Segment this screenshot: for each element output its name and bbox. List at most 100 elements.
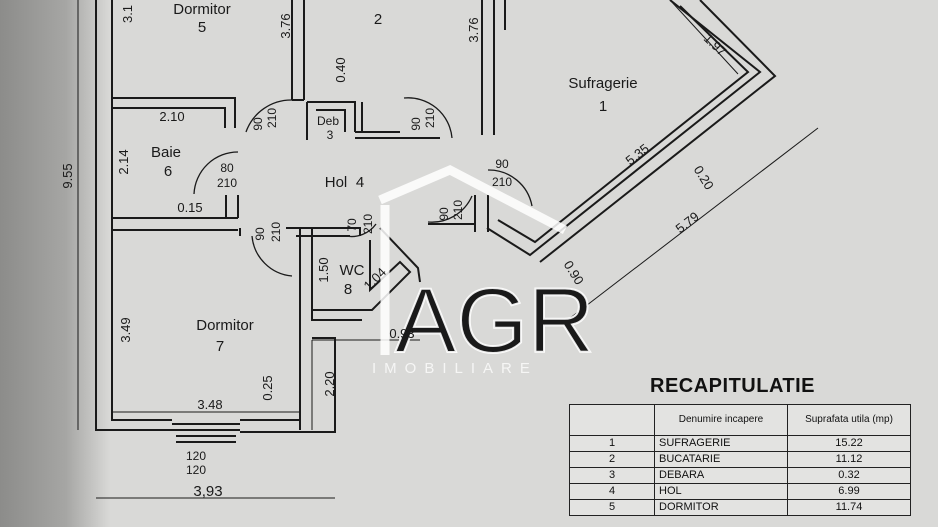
dim-label-3-1: 3.1 <box>120 5 135 23</box>
dim-label-3-93: 3,93 <box>193 483 222 500</box>
window-h: 120 <box>186 463 206 477</box>
table-row: 4 HOL 6.99 <box>569 483 911 500</box>
wall-left-outer <box>95 0 175 431</box>
room-3-name: Deb <box>317 114 339 128</box>
table-row: 3 DEBARA 0.32 <box>569 467 911 484</box>
wall-left-inner <box>111 0 172 421</box>
recap-room: SUFRAGERIE <box>654 435 788 452</box>
room-7-number: 7 <box>216 338 224 355</box>
window-w: 120 <box>186 449 206 463</box>
dim-label-0-93: 0.93 <box>389 326 414 341</box>
door-a-h: 210 <box>265 108 279 128</box>
wall-hol-right <box>428 195 489 232</box>
wall-d5-buc <box>291 0 305 101</box>
wall-suf-top <box>486 0 762 257</box>
dim-label-0-20: 0.20 <box>691 163 717 192</box>
door-f-h: 210 <box>451 200 465 220</box>
door-arc-a <box>245 99 293 133</box>
agr-logo-text: AGR <box>395 270 594 372</box>
dim-label-0-40: 0.40 <box>333 57 348 82</box>
wall-suf-outer <box>539 0 777 263</box>
door-f-w: 90 <box>437 207 451 221</box>
wall-d5-baie <box>112 97 236 128</box>
room-5-number: 5 <box>198 19 206 36</box>
room-1-name: Sufragerie <box>568 75 637 92</box>
recap-header-row: Denumire incapere Suprafata utila (mp) <box>569 404 911 436</box>
window-bottom <box>172 423 240 443</box>
recap-area: 11.12 <box>787 451 911 468</box>
recap-area: 15.22 <box>787 435 911 452</box>
dim-label-2-20: 2.20 <box>322 371 337 396</box>
wall-debara <box>306 101 400 140</box>
dim-label-0-25: 0.25 <box>260 375 275 400</box>
door-arc-c <box>193 151 239 195</box>
dim-label-5-35: 5.35 <box>623 141 652 168</box>
wall-wc <box>299 228 412 430</box>
dim-label-2-14: 2.14 <box>116 149 131 174</box>
door-c-w: 80 <box>220 161 234 175</box>
recap-nr: 5 <box>569 499 655 516</box>
paper-shadow <box>0 0 110 527</box>
recap-header-nr <box>569 404 655 436</box>
recap-room: DORMITOR <box>654 499 788 516</box>
door-g-w: 70 <box>345 218 359 232</box>
room-4-name: Hol <box>325 174 348 191</box>
table-row: 5 DORMITOR 11.74 <box>569 499 911 516</box>
door-c-h: 210 <box>217 176 237 190</box>
door-arc-b <box>403 97 453 139</box>
dim-label-2-10: 2.10 <box>159 109 184 124</box>
room-6-name: Baie <box>151 144 181 161</box>
recap-room: DEBARA <box>654 467 788 484</box>
door-arc-e <box>251 235 293 277</box>
door-arc-f <box>345 223 377 238</box>
door-arc-g <box>427 195 473 223</box>
dim-label-3-49: 3.49 <box>118 317 133 342</box>
room-8-name: WC <box>340 262 365 279</box>
room-2-number: 2 <box>374 11 382 28</box>
dim-diag-5-79 <box>564 127 819 323</box>
dim-label-3-76-a: 3.76 <box>278 13 293 38</box>
wall-buc-right <box>481 0 495 135</box>
room-5-name: Dormitor <box>173 1 231 18</box>
recap-header-area: Suprafata utila (mp) <box>787 404 911 436</box>
room-4-number: 4 <box>356 174 364 191</box>
wall-baie-bottom <box>112 195 239 231</box>
dim-label-9-55: 9.55 <box>60 163 75 188</box>
recap-area: 0.32 <box>787 467 911 484</box>
agr-logo <box>378 165 568 355</box>
recap-nr: 2 <box>569 451 655 468</box>
recap-room: BUCATARIE <box>654 451 788 468</box>
recap-nr: 4 <box>569 483 655 500</box>
watermark-subtitle: IMOBILIARE <box>372 360 538 377</box>
recap-area: 11.74 <box>787 499 911 516</box>
wall-suf-inner <box>497 5 750 244</box>
door-g-h: 210 <box>361 214 375 234</box>
door-e-h: 210 <box>269 222 283 242</box>
room-8-number: 8 <box>344 281 352 298</box>
recap-header-room: Denumire incapere <box>654 404 788 436</box>
door-arc-d <box>487 169 533 207</box>
dim-label-5-79: 5.79 <box>673 209 702 236</box>
wall-wc-right <box>379 227 421 283</box>
door-e-w: 90 <box>253 227 267 241</box>
dim-label-3-76-b: 3.76 <box>466 17 481 42</box>
dim-label-0-15: 0.15 <box>177 200 202 215</box>
room-7-name: Dormitor <box>196 317 254 334</box>
dim-diag-1-97 <box>669 0 739 75</box>
door-d-w: 90 <box>495 157 509 171</box>
door-b-h: 210 <box>423 108 437 128</box>
room-3-number: 3 <box>327 128 334 142</box>
recap-nr: 1 <box>569 435 655 452</box>
door-a-w: 90 <box>251 117 265 131</box>
dim-label-1-97: 1.97 <box>701 31 730 59</box>
room-6-number: 6 <box>164 163 172 180</box>
recap-nr: 3 <box>569 467 655 484</box>
recap-title: RECAPITULATIE <box>650 375 816 397</box>
recap-area: 6.99 <box>787 483 911 500</box>
recap-room: HOL <box>654 483 788 500</box>
wall-hol-bottom-left <box>239 227 361 237</box>
room-1-number: 1 <box>599 98 607 115</box>
dim-label-3-48: 3.48 <box>197 397 222 412</box>
table-row: 1 SUFRAGERIE 15.22 <box>569 435 911 452</box>
